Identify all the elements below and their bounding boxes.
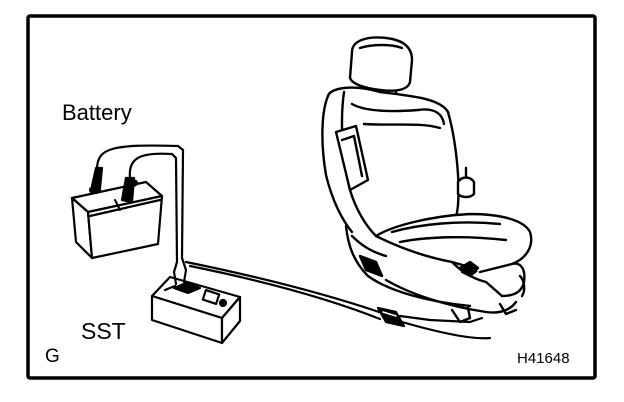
wire-connector-icon [376, 306, 406, 328]
corner-letter-label: G [45, 346, 60, 367]
sst-label: SST [81, 318, 126, 344]
sst-tester-icon [150, 275, 242, 345]
figure-code-label: H41648 [517, 350, 570, 367]
battery-label: Battery [62, 100, 132, 125]
diagram-frame [26, 14, 597, 380]
battery-icon [70, 166, 164, 260]
car-seat-icon [321, 36, 533, 324]
